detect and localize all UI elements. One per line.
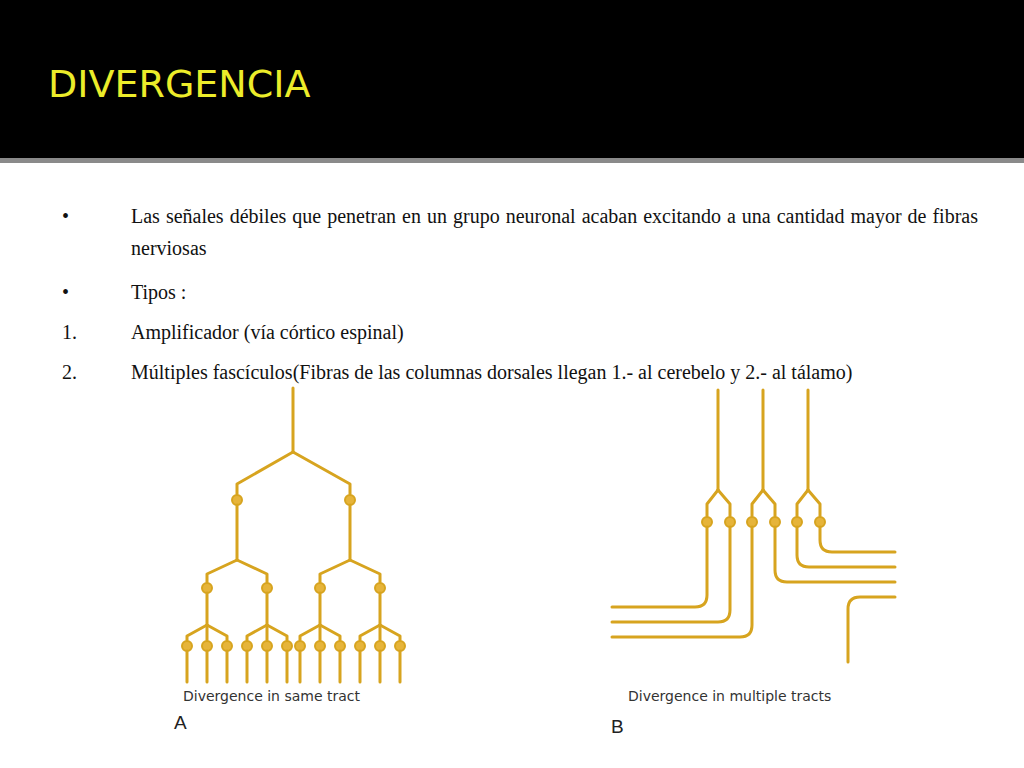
figure-caption: Divergence in same tract [183,688,360,704]
nerve-fiber [807,390,810,490]
slide-title: DIVERGENCIA [48,62,311,106]
nerve-fiber [775,527,895,582]
bullet-marker: • [62,276,69,308]
nerve-fiber [292,388,295,452]
nerve-fiber [293,452,350,494]
nerve-fiber [339,651,342,682]
nerve-fiber [763,490,775,516]
nerve-fiber [820,527,895,552]
nerve-fiber [206,593,209,625]
nerve-fiber [360,625,380,640]
nerve-fiber [207,625,227,640]
nerve-fiber [237,452,293,494]
header-rule [0,158,1024,163]
list-number: 1. [62,316,77,348]
nerve-fiber [359,651,362,682]
nerve-fiber [320,625,340,640]
list-text: Múltiples fascículos(Fibras de las colum… [131,356,978,388]
nerve-fiber [187,625,207,640]
figure-letter: B [611,716,624,738]
nerve-fiber [226,651,229,682]
nerve-fiber [319,651,322,682]
nerve-fiber [246,651,249,682]
nerve-fiber [237,560,267,582]
nerve-fiber [267,625,287,640]
nerve-fiber [762,390,765,490]
nerve-fiber [186,651,189,682]
nerve-fiber [797,527,895,567]
nerve-fiber [299,651,302,682]
nerve-fiber [379,651,382,682]
nerve-fiber [612,527,730,622]
nerve-fiber [350,560,380,582]
nerve-fiber [848,597,895,662]
list-text: Amplificador (vía córtico espinal) [131,316,404,348]
nerve-fiber [236,505,239,560]
nerve-fiber [718,490,730,516]
nerve-fiber [300,625,320,640]
nerve-fiber [207,560,237,582]
nerve-fiber [717,390,720,490]
nerve-fiber [612,527,752,637]
nerve-fiber [707,490,718,516]
nerve-fiber [319,593,322,625]
list-number: 2. [62,356,77,388]
figure-caption: Divergence in multiple tracts [628,688,831,704]
nerve-fiber [320,560,350,582]
nerve-fiber [399,651,402,682]
bullet-marker: • [62,200,69,232]
nerve-fiber [266,593,269,625]
nerve-fiber [797,490,808,516]
nerve-fiber [266,651,269,682]
nerve-fiber [286,651,289,682]
bullet-text: Las señales débiles que penetran en un g… [131,200,978,264]
nerve-fiber [380,625,400,640]
nerve-fiber [612,527,707,607]
nerve-fiber [379,593,382,625]
bullet-text: Tipos : [131,276,186,308]
nerve-fiber [206,651,209,682]
nerve-fiber [349,505,352,560]
nerve-fiber [247,625,267,640]
figure-letter: A [174,712,187,734]
nerve-fiber [752,490,763,516]
nerve-fiber [808,490,820,516]
